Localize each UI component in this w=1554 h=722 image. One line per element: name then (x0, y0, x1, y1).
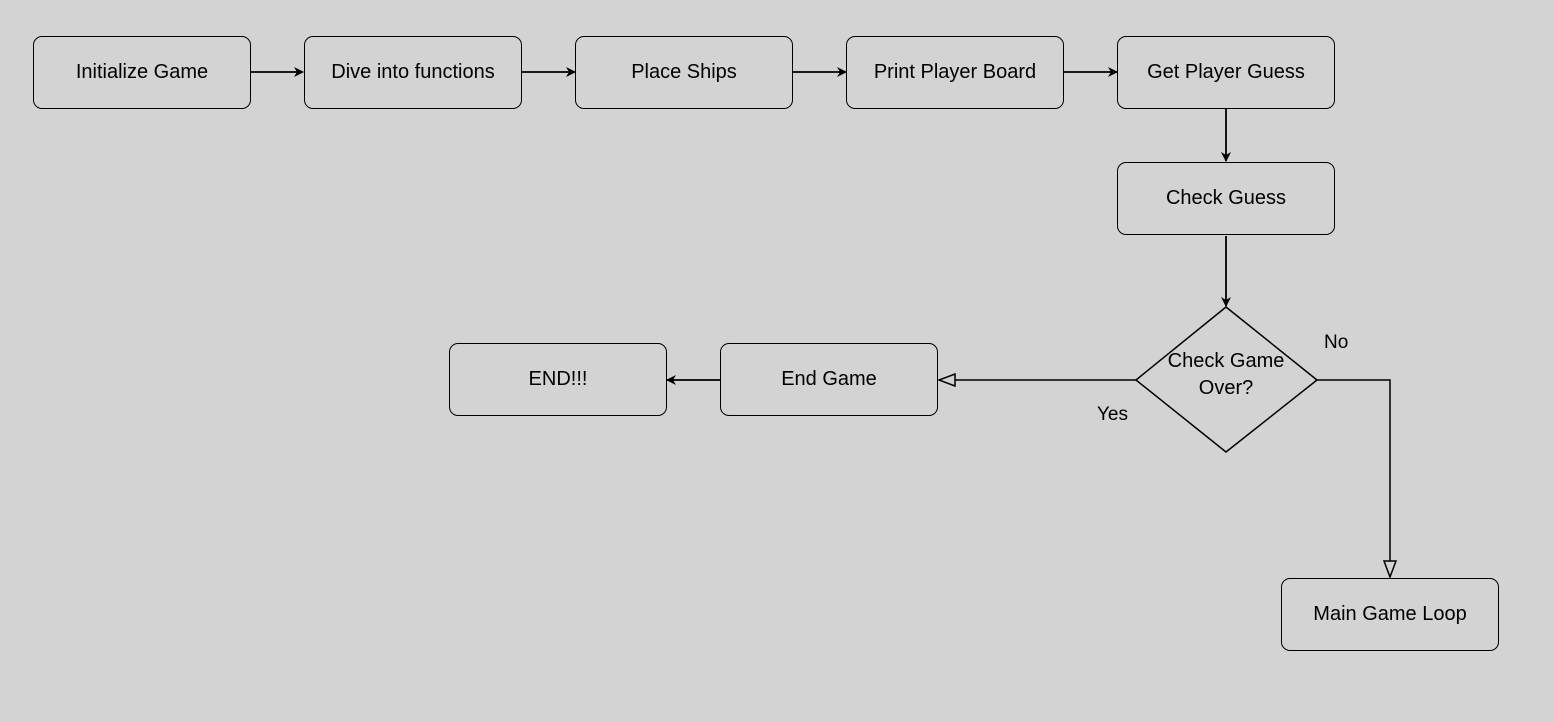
node-end: END!!! (449, 343, 667, 416)
node-label: Get Player Guess (1147, 61, 1305, 83)
edge-label-yes: Yes (1097, 404, 1128, 425)
decision-label-line2: Over? (1198, 377, 1254, 399)
node-get-player-guess: Get Player Guess (1117, 36, 1335, 109)
decision-label-line1: Check Game (1167, 350, 1285, 372)
node-label: Initialize Game (75, 61, 209, 83)
node-end-game: End Game (720, 343, 938, 416)
node-place-ships: Place Ships (575, 36, 793, 109)
node-label: Check Guess (1165, 187, 1287, 209)
node-label: End Game (781, 368, 877, 390)
edge-game-over-no-to-main-loop (1317, 379, 1390, 577)
node-print-player-board: Print Player Board (846, 36, 1064, 109)
node-initialize-game: Initialize Game (33, 36, 251, 109)
node-label: Dive into functions (331, 61, 495, 83)
node-label: Main Game Loop (1313, 603, 1467, 625)
node-main-game-loop: Main Game Loop (1281, 578, 1499, 651)
node-dive-into-functions: Dive into functions (304, 36, 522, 109)
edge-label-no: No (1324, 332, 1349, 353)
node-label: END!!! (528, 368, 588, 390)
node-check-guess: Check Guess (1117, 162, 1335, 235)
node-label: Print Player Board (873, 61, 1037, 83)
node-label: Place Ships (631, 61, 737, 83)
decision-diamond-shape (1134, 306, 1319, 453)
node-check-game-over: Check Game Over? (1140, 348, 1312, 402)
